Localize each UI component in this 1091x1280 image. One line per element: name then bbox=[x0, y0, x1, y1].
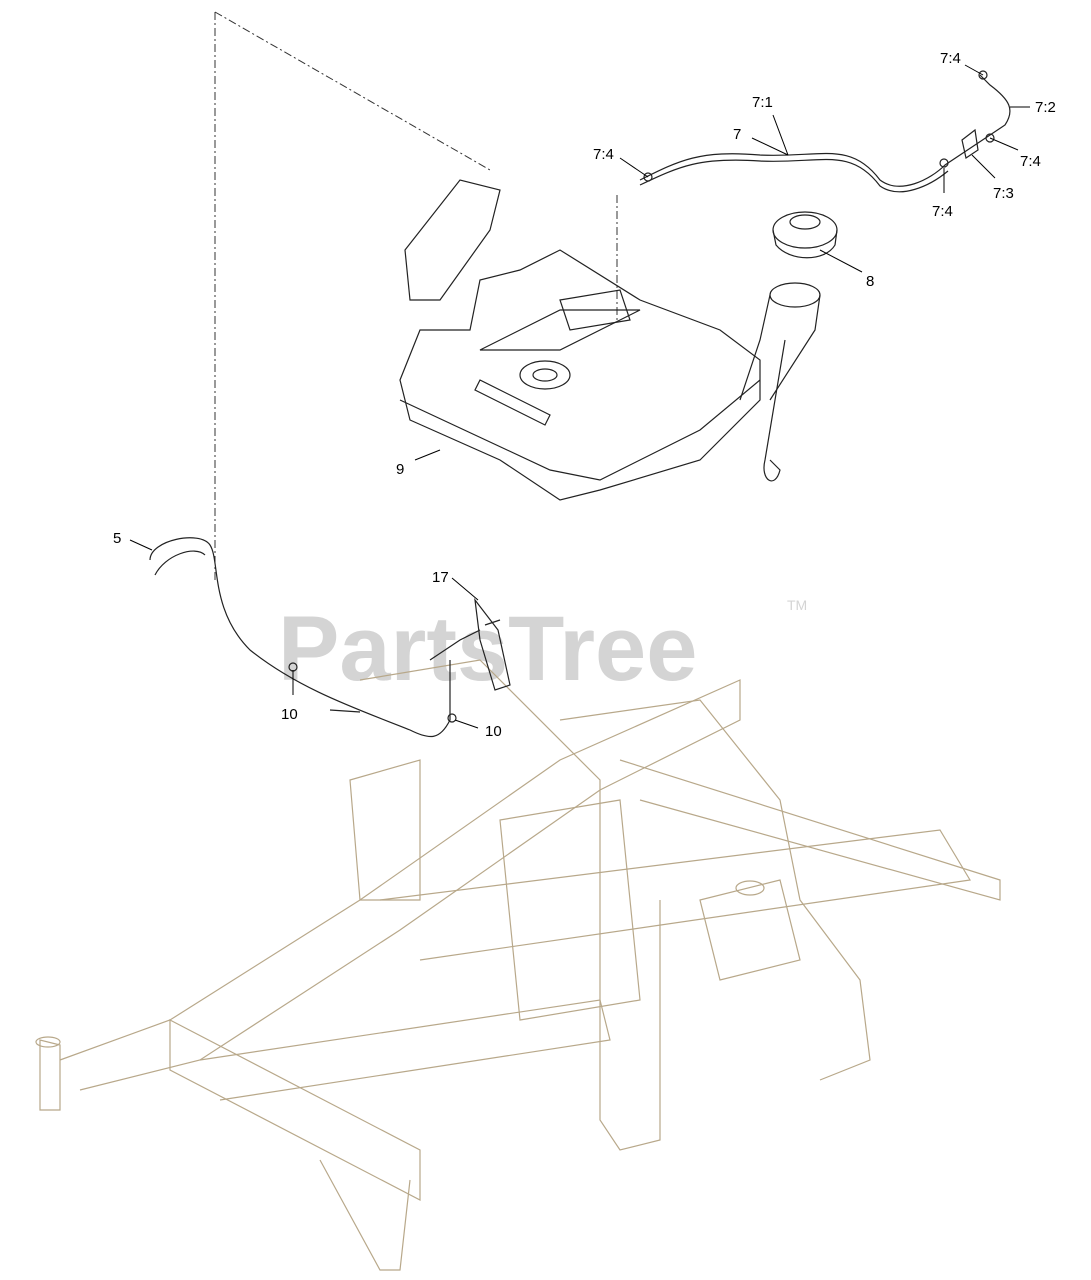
callout-7-4: 7:4 bbox=[593, 146, 614, 163]
vent-hose bbox=[639, 74, 1011, 187]
alignment-line bbox=[214, 11, 491, 171]
callout-10: 10 bbox=[485, 723, 502, 740]
callout-9: 9 bbox=[396, 461, 404, 478]
callout-7-4: 7:4 bbox=[932, 203, 953, 220]
callout-7-2: 7:2 bbox=[1035, 99, 1056, 116]
callout-8: 8 bbox=[866, 273, 874, 290]
fuel-line bbox=[149, 537, 457, 738]
callout-17: 17 bbox=[432, 569, 449, 586]
callout-7-3: 7:3 bbox=[993, 185, 1014, 202]
callout-5: 5 bbox=[113, 530, 121, 547]
callout-7: 7 bbox=[733, 126, 741, 143]
fuel-filler-neck bbox=[739, 282, 821, 482]
fuel-tank bbox=[399, 179, 761, 501]
callout-7-1: 7:1 bbox=[752, 94, 773, 111]
leader-lines bbox=[129, 64, 1030, 729]
callout-7-4: 7:4 bbox=[1020, 153, 1041, 170]
callout-10: 10 bbox=[281, 706, 298, 723]
callout-7-4: 7:4 bbox=[940, 50, 961, 67]
frame-chassis bbox=[35, 659, 1001, 1271]
watermark-logo: PartsTree bbox=[278, 598, 697, 700]
fuel-cap bbox=[772, 211, 838, 259]
fuel-filter bbox=[429, 597, 511, 691]
watermark-trademark: TM bbox=[787, 597, 807, 613]
